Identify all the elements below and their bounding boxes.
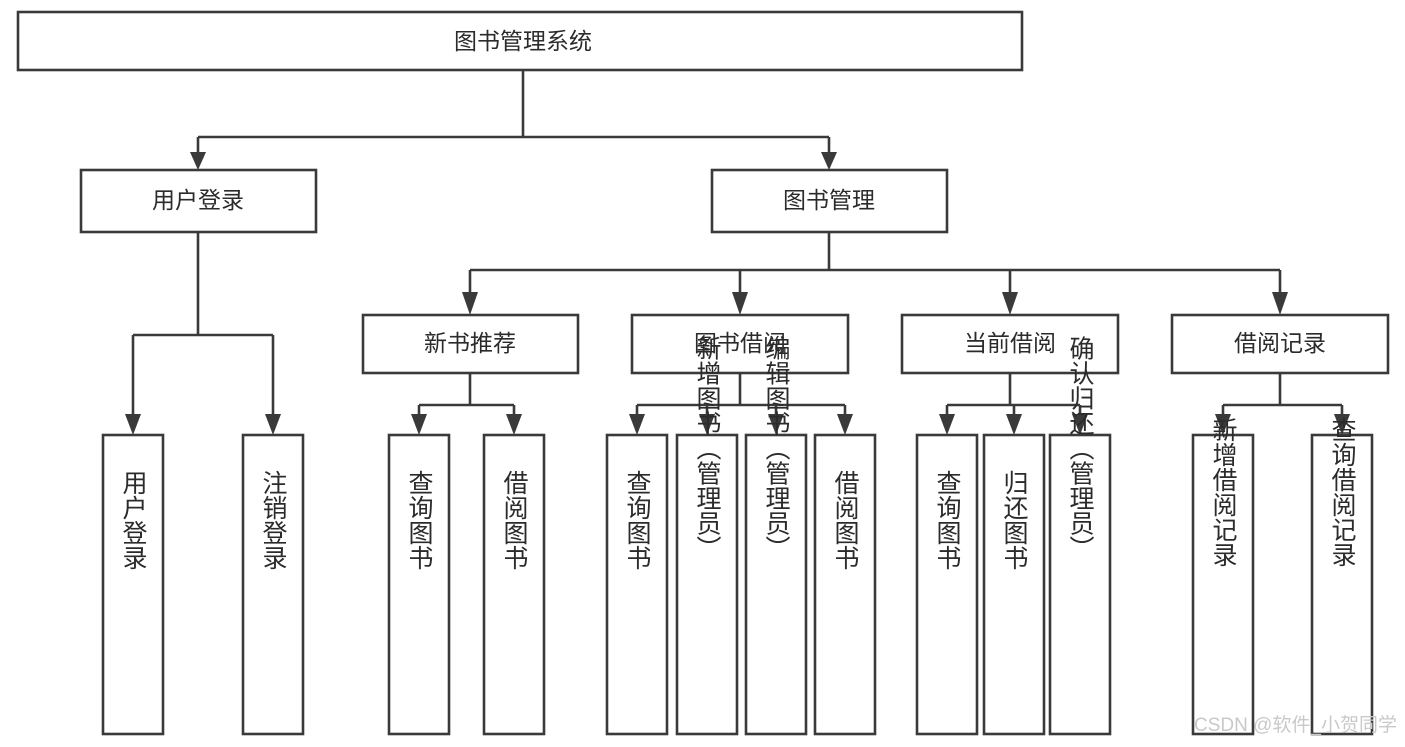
arrow-head-leaf-br-add [1215, 414, 1231, 435]
arrow-head-leaf-bb-borrow [837, 414, 853, 435]
node-book-borrow-box [630, 313, 850, 375]
arrow-head-leaf-cb-return [1006, 414, 1022, 435]
leaf-cb-confirm-return-admin-label: 确认归还（管理员） [1066, 336, 1095, 561]
arrow-head-current-borrow [1002, 292, 1018, 315]
node-new-book-recommend[interactable]: 新书推荐 [361, 313, 580, 375]
node-root-label: 图书管理系统 [454, 28, 592, 54]
leaf-bb-borrow-book-label: 借阅图书 [831, 470, 860, 570]
arrow-head-leaf-nb-borrow [506, 414, 522, 435]
arrow-head-book-borrow [732, 292, 748, 315]
leaf-bb-add-book-admin-box [675, 433, 739, 736]
leaf-bb-borrow-book-box [813, 433, 877, 736]
leaf-user-login-box [101, 433, 165, 736]
leaf-br-query-record[interactable]: 查询借阅记录 [1310, 417, 1374, 736]
node-book-borrow-label: 图书借阅 [694, 330, 786, 356]
node-root-box [16, 10, 1024, 72]
leaf-bb-query-book-box [605, 433, 669, 736]
arrow-head-leaf-bb-edit [768, 414, 784, 435]
arrow-head-borrow-record [1272, 292, 1288, 315]
connector-layer [125, 70, 1350, 435]
leaf-bb-add-book-admin-label: 新增图书（管理员） [693, 336, 722, 561]
arrow-head-new-book-recommend [462, 292, 478, 315]
leaf-logout-box [241, 433, 305, 736]
leaf-bb-query-book-label: 查询图书 [623, 470, 652, 570]
leaf-logout-label: 注销登录 [259, 470, 288, 570]
leaf-cb-confirm-return-admin[interactable]: 确认归还（管理员） [1048, 336, 1112, 736]
node-borrow-record[interactable]: 借阅记录 [1170, 313, 1390, 375]
csdn-watermark: CSDN @软件_小贺同学 [1194, 714, 1397, 736]
leaf-nb-query-book-label: 查询图书 [405, 470, 434, 570]
leaf-bb-add-book-admin[interactable]: 新增图书（管理员） [675, 336, 739, 736]
leaf-cb-return-book[interactable]: 归还图书 [982, 433, 1046, 736]
leaf-nb-query-book-box [387, 433, 451, 736]
leaf-bb-edit-book-admin[interactable]: 编辑图书（管理员） [744, 336, 808, 736]
arrow-head-leaf-nb-query [411, 414, 427, 435]
arrow-head-user-login [190, 152, 206, 170]
node-new-book-recommend-box [361, 313, 580, 375]
node-root-book-management-system[interactable]: 图书管理系统 [16, 10, 1024, 72]
arrow-head-leaf-cb-confirm [1072, 414, 1088, 435]
node-user-login-label: 用户登录 [152, 187, 244, 213]
leaf-br-add-record[interactable]: 新增借阅记录 [1191, 417, 1255, 736]
arrow-head-leaf-bb-query [629, 414, 645, 435]
arrow-head-leaf-cb-query [939, 414, 955, 435]
leaf-bb-edit-book-admin-box [744, 433, 808, 736]
arrow-head-book-manage [821, 152, 837, 170]
node-book-management[interactable]: 图书管理 [710, 168, 949, 234]
arrow-head-leaf-br-query [1334, 414, 1350, 435]
leaf-cb-confirm-return-admin-box [1048, 433, 1112, 736]
node-user-login-box [79, 168, 318, 234]
node-borrow-record-label: 借阅记录 [1234, 330, 1326, 356]
leaf-nb-borrow-book-box [482, 433, 546, 736]
arrow-head-leaf-logout [265, 414, 281, 435]
leaf-cb-query-book-box [915, 433, 979, 736]
leaf-nb-query-book[interactable]: 查询图书 [387, 433, 451, 736]
leaf-cb-return-book-label: 归还图书 [1000, 470, 1029, 570]
node-current-borrow[interactable]: 当前借阅 [900, 313, 1120, 375]
leaf-bb-edit-book-admin-label: 编辑图书（管理员） [762, 336, 791, 561]
node-current-borrow-label: 当前借阅 [964, 330, 1056, 356]
leaf-br-query-record-label: 查询借阅记录 [1328, 417, 1357, 567]
leaf-br-add-record-label: 新增借阅记录 [1209, 417, 1238, 567]
arrow-head-leaf-user-login [125, 414, 141, 435]
leaf-user-login[interactable]: 用户登录 [101, 433, 165, 736]
node-book-management-box [710, 168, 949, 234]
leaf-cb-query-book[interactable]: 查询图书 [915, 433, 979, 736]
node-book-borrow[interactable]: 图书借阅 [630, 313, 850, 375]
leaf-user-login-label: 用户登录 [119, 470, 148, 570]
leaf-br-query-record-box [1310, 433, 1374, 736]
arrow-head-leaf-bb-add [699, 414, 715, 435]
leaf-logout[interactable]: 注销登录 [241, 433, 305, 736]
node-new-book-recommend-label: 新书推荐 [424, 330, 516, 356]
leaf-cb-return-book-box [982, 433, 1046, 736]
leaf-bb-query-book[interactable]: 查询图书 [605, 433, 669, 736]
node-current-borrow-box [900, 313, 1120, 375]
leaf-nb-borrow-book-label: 借阅图书 [500, 470, 529, 570]
node-book-management-label: 图书管理 [783, 187, 875, 213]
node-borrow-record-box [1170, 313, 1390, 375]
node-user-login[interactable]: 用户登录 [79, 168, 318, 234]
leaf-nb-borrow-book[interactable]: 借阅图书 [482, 433, 546, 736]
leaf-br-add-record-box [1191, 433, 1255, 736]
leaf-bb-borrow-book[interactable]: 借阅图书 [813, 433, 877, 736]
leaf-cb-query-book-label: 查询图书 [933, 470, 962, 570]
